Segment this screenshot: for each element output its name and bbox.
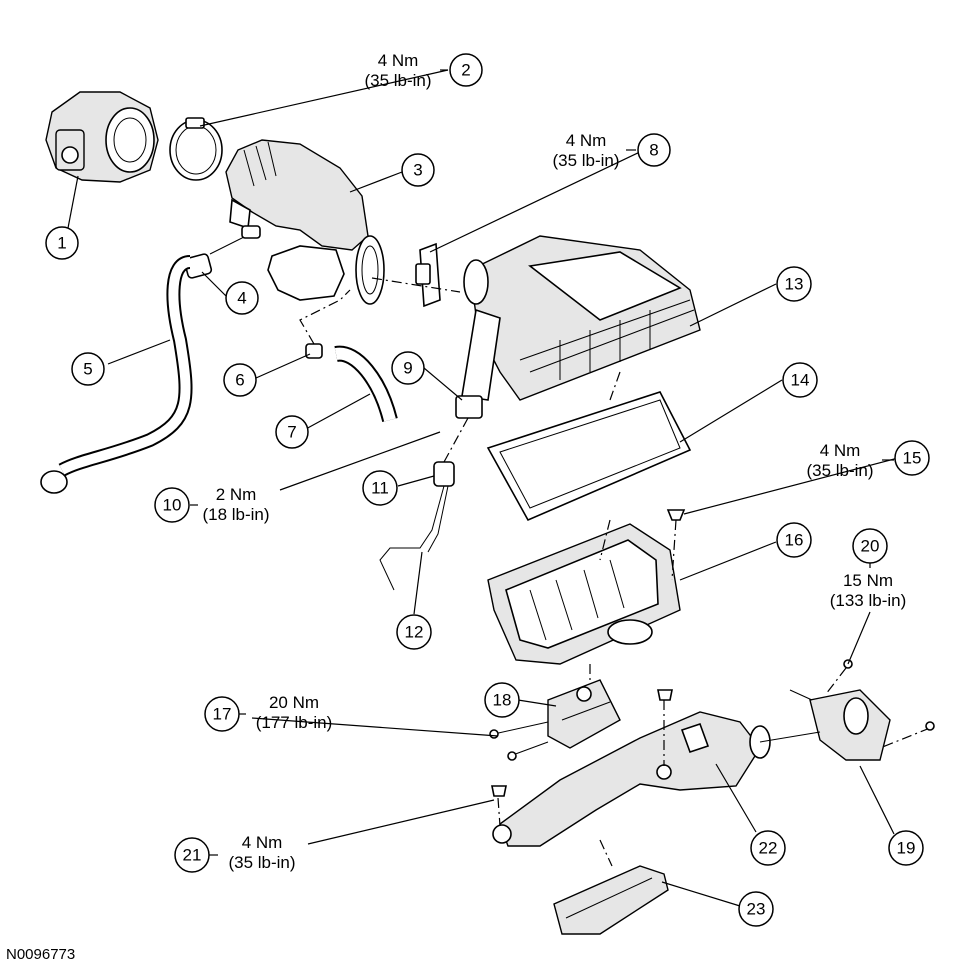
callout-4: 4 — [225, 281, 259, 315]
callout-14: 14 — [782, 362, 818, 398]
vent-hose-part — [40, 255, 193, 494]
callout-15: 15 — [894, 440, 930, 476]
callout-18: 18 — [484, 682, 520, 718]
callout-2: 2 — [449, 53, 483, 87]
svg-text:15: 15 — [903, 449, 922, 468]
callout-12: 12 — [396, 614, 432, 650]
svg-text:5: 5 — [83, 360, 92, 379]
torque-spec-15: 4 Nm (35 lb-in) — [806, 441, 873, 480]
svg-text:3: 3 — [413, 161, 422, 180]
svg-text:12: 12 — [405, 623, 424, 642]
svg-text:10: 10 — [163, 496, 182, 515]
callout-19: 19 — [888, 830, 924, 866]
svg-text:17: 17 — [213, 705, 232, 724]
torque-spec-2: 4 Nm (35 lb-in) — [364, 51, 431, 90]
svg-text:8: 8 — [649, 141, 658, 160]
resonator-part — [553, 839, 669, 935]
callout-1: 1 — [45, 226, 79, 260]
callout-7: 7 — [275, 415, 309, 449]
svg-text:1: 1 — [57, 234, 66, 253]
torque-metric: 4 Nm — [566, 131, 607, 150]
torque-spec-10: 2 Nm (18 lb-in) — [202, 485, 269, 524]
torque-imperial: (177 lb-in) — [256, 713, 333, 732]
svg-text:13: 13 — [785, 275, 804, 294]
svg-text:21: 21 — [183, 846, 202, 865]
torque-imperial: (35 lb-in) — [228, 853, 295, 872]
connector-part — [183, 225, 261, 279]
torque-imperial: (18 lb-in) — [202, 505, 269, 524]
svg-text:18: 18 — [493, 691, 512, 710]
figure-id-label: N0096773 — [6, 946, 76, 963]
torque-metric: 15 Nm — [843, 571, 893, 590]
torque-metric: 2 Nm — [216, 485, 257, 504]
duct-bolt-part — [491, 785, 507, 827]
callout-22: 22 — [750, 830, 786, 866]
air-inlet-tube-part — [225, 139, 385, 305]
callout-10: 10 — [154, 487, 190, 523]
callout-16: 16 — [776, 522, 812, 558]
torque-spec-17: 20 Nm (177 lb-in) — [256, 693, 333, 732]
svg-text:11: 11 — [371, 479, 389, 498]
torque-spec-20: 15 Nm (133 lb-in) — [830, 571, 907, 610]
sensor-assembly-part — [759, 659, 935, 761]
svg-text:6: 6 — [235, 371, 244, 390]
callout-20: 20 — [852, 528, 888, 564]
torque-imperial: (133 lb-in) — [830, 591, 907, 610]
clamp-part — [169, 117, 223, 181]
leader-lines — [67, 69, 899, 907]
svg-text:4: 4 — [237, 289, 246, 308]
callout-11: 11 — [362, 470, 398, 506]
bolt-part — [489, 721, 549, 761]
callout-17: 17 — [204, 696, 240, 732]
torque-spec-8: 4 Nm (35 lb-in) — [552, 131, 619, 170]
vacuum-hose-part — [299, 289, 398, 423]
svg-text:16: 16 — [785, 531, 804, 550]
mass-airflow-sensor-part — [379, 308, 501, 591]
callout-9: 9 — [391, 351, 425, 385]
torque-imperial: (35 lb-in) — [552, 151, 619, 170]
svg-text:19: 19 — [897, 839, 916, 858]
torque-imperial: (35 lb-in) — [806, 461, 873, 480]
bracket-part — [547, 664, 621, 749]
callout-3: 3 — [401, 153, 435, 187]
svg-text:9: 9 — [403, 359, 412, 378]
torque-metric: 4 Nm — [820, 441, 861, 460]
svg-text:7: 7 — [287, 423, 296, 442]
callout-8: 8 — [637, 133, 671, 167]
torque-metric: 4 Nm — [242, 833, 283, 852]
callout-13: 13 — [776, 266, 812, 302]
air-cleaner-cover-part — [463, 235, 701, 401]
air-filter-part — [486, 371, 692, 522]
air-cleaner-clamp-part — [371, 242, 461, 308]
svg-text:23: 23 — [747, 900, 766, 919]
svg-text:20: 20 — [861, 537, 880, 556]
callout-6: 6 — [223, 363, 257, 397]
torque-metric: 4 Nm — [378, 51, 419, 70]
throttle-body-part — [45, 91, 159, 183]
callout-5: 5 — [71, 352, 105, 386]
callout-23: 23 — [738, 891, 774, 927]
torque-metric: 20 Nm — [269, 693, 319, 712]
callout-21: 21 — [174, 837, 210, 873]
svg-text:2: 2 — [461, 61, 470, 80]
air-cleaner-housing-part — [487, 509, 686, 665]
torque-imperial: (35 lb-in) — [364, 71, 431, 90]
svg-text:14: 14 — [791, 371, 810, 390]
outlet-duct-part — [492, 689, 771, 847]
torque-spec-21: 4 Nm (35 lb-in) — [228, 833, 295, 872]
svg-text:22: 22 — [759, 839, 778, 858]
